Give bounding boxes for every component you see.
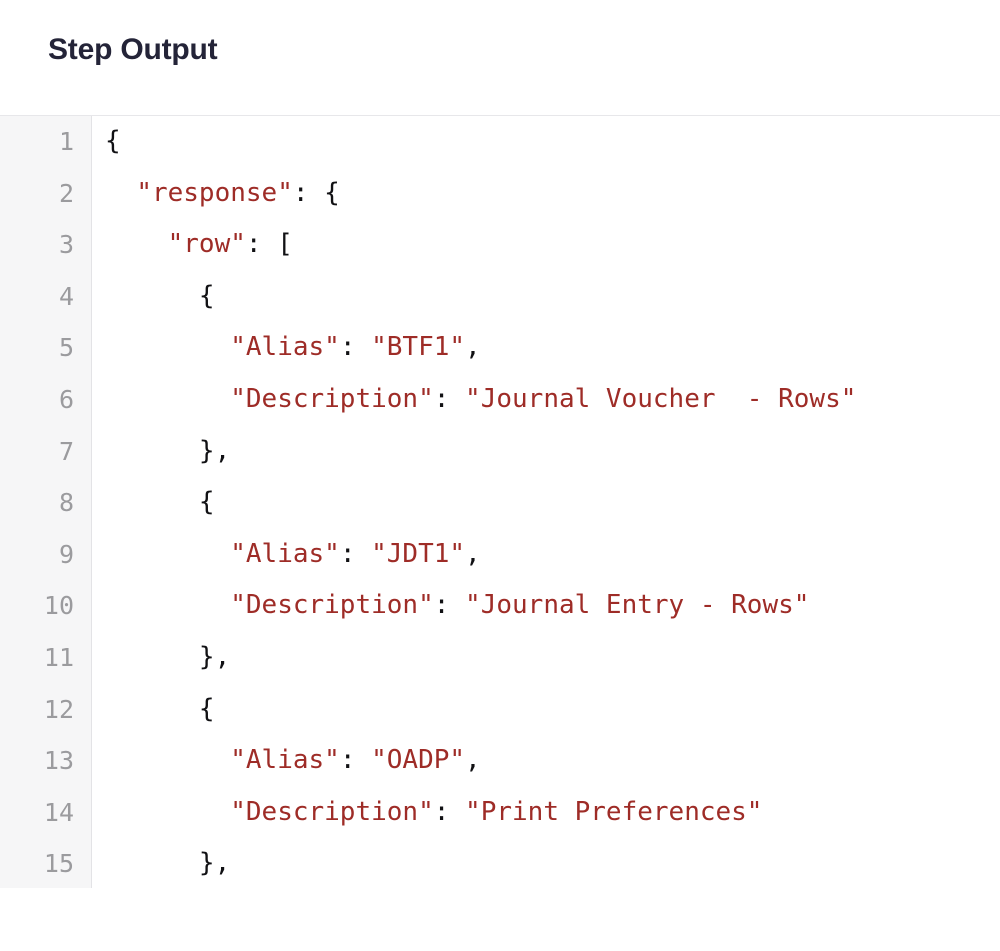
token-punc: : [339, 538, 372, 569]
token-punc: , [465, 745, 481, 776]
code-line: 12 { [0, 684, 1000, 736]
line-number: 12 [43, 694, 74, 724]
line-number: 1 [58, 127, 74, 156]
code-line: 10 "Description": "Journal Entry - Rows" [0, 580, 1000, 632]
indent-spacer [105, 178, 136, 208]
code-line-content[interactable]: "Alias": "JDT1", [92, 529, 1000, 581]
token-str: "JDT1" [371, 538, 466, 569]
token-str: "Journal Entry - Rows" [465, 590, 810, 621]
token-str: "OADP" [371, 745, 466, 776]
indent-spacer [105, 539, 230, 569]
line-number: 10 [43, 591, 74, 621]
code-line-content[interactable]: }, [92, 838, 1000, 888]
code-line-content[interactable]: "response": { [92, 168, 1000, 220]
indent-spacer [105, 229, 168, 259]
code-line-content[interactable]: { [92, 116, 1000, 168]
indent-spacer [105, 797, 230, 827]
page-title: Step Output [48, 33, 218, 66]
code-line: 15 }, [0, 838, 1000, 888]
code-line: 3 "row": [ [0, 219, 1000, 271]
code-output-viewer[interactable]: 1{2 "response": {3 "row": [4 {5 "Alias":… [0, 115, 1000, 888]
line-number: 2 [58, 178, 74, 208]
token-str: "Journal Voucher - Rows" [465, 383, 857, 414]
token-punc: { [198, 487, 215, 518]
indent-spacer [105, 848, 199, 878]
indent-spacer [105, 384, 230, 414]
code-line-content[interactable]: }, [92, 632, 1000, 684]
code-line-content[interactable]: { [92, 271, 1000, 323]
token-punc: , [465, 332, 481, 363]
code-line-content[interactable]: "Description": "Journal Voucher - Rows" [92, 374, 1000, 426]
token-punc: : { [292, 177, 340, 208]
code-line-content[interactable]: "Alias": "BTF1", [92, 322, 1000, 374]
token-key: "Alias" [230, 538, 340, 569]
line-number: 13 [43, 746, 74, 776]
line-number: 9 [58, 539, 74, 569]
token-punc: : [339, 745, 372, 776]
code-line: 14 "Description": "Print Preferences" [0, 787, 1000, 839]
token-punc: }, [198, 641, 231, 672]
code-line-content[interactable]: "row": [ [92, 219, 1000, 271]
code-line-content[interactable]: }, [92, 426, 1000, 478]
line-number: 11 [43, 642, 74, 672]
indent-spacer [105, 590, 230, 620]
code-line: 1{ [0, 116, 1000, 168]
code-line: 4 { [0, 271, 1000, 323]
token-punc: : [339, 332, 372, 363]
line-number: 15 [43, 849, 74, 879]
token-punc: : [433, 383, 466, 414]
code-line: 9 "Alias": "JDT1", [0, 529, 1000, 581]
token-punc: { [198, 693, 215, 724]
code-lines: 1{2 "response": {3 "row": [4 {5 "Alias":… [0, 116, 1000, 888]
token-punc: : [ [245, 229, 293, 260]
line-number: 5 [58, 333, 74, 363]
code-line: 13 "Alias": "OADP", [0, 735, 1000, 787]
token-key: "Description" [230, 796, 434, 827]
line-number: 7 [58, 436, 74, 466]
code-line-content[interactable]: { [92, 477, 1000, 529]
code-line: 5 "Alias": "BTF1", [0, 322, 1000, 374]
code-line-content[interactable]: "Description": "Journal Entry - Rows" [92, 580, 1000, 632]
code-line-content[interactable]: "Alias": "OADP", [92, 735, 1000, 787]
indent-spacer [105, 694, 199, 724]
token-punc: : [433, 590, 466, 621]
token-punc: { [105, 126, 121, 156]
token-key: "response" [136, 177, 293, 208]
line-number: 14 [43, 797, 74, 827]
indent-spacer [105, 745, 230, 775]
code-line-content[interactable]: { [92, 684, 1000, 736]
indent-spacer [105, 332, 230, 362]
token-punc: { [198, 280, 215, 311]
line-number: 6 [58, 384, 74, 414]
token-key: "Description" [230, 590, 434, 621]
indent-spacer [105, 642, 199, 672]
token-punc: , [465, 538, 481, 569]
code-line: 8 { [0, 477, 1000, 529]
code-line: 7 }, [0, 426, 1000, 478]
token-key: "Alias" [230, 745, 340, 776]
token-punc: }, [198, 848, 231, 879]
token-str: "Print Preferences" [465, 796, 763, 827]
code-line: 6 "Description": "Journal Voucher - Rows… [0, 374, 1000, 426]
token-str: "BTF1" [371, 332, 466, 363]
code-line: 11 }, [0, 632, 1000, 684]
code-scroll-area[interactable]: 1{2 "response": {3 "row": [4 {5 "Alias":… [0, 116, 1000, 888]
token-punc: : [433, 796, 466, 827]
code-line-content[interactable]: "Description": "Print Preferences" [92, 787, 1000, 839]
token-punc: }, [198, 435, 231, 466]
indent-spacer [105, 281, 199, 311]
token-key: "Alias" [230, 332, 340, 363]
token-key: "Description" [230, 383, 434, 414]
code-line: 2 "response": { [0, 168, 1000, 220]
token-key: "row" [167, 229, 246, 260]
line-number-gutter [0, 116, 92, 888]
indent-spacer [105, 436, 199, 466]
line-number: 3 [58, 230, 74, 260]
line-number: 4 [58, 281, 74, 311]
line-number: 8 [58, 488, 74, 518]
indent-spacer [105, 487, 199, 517]
